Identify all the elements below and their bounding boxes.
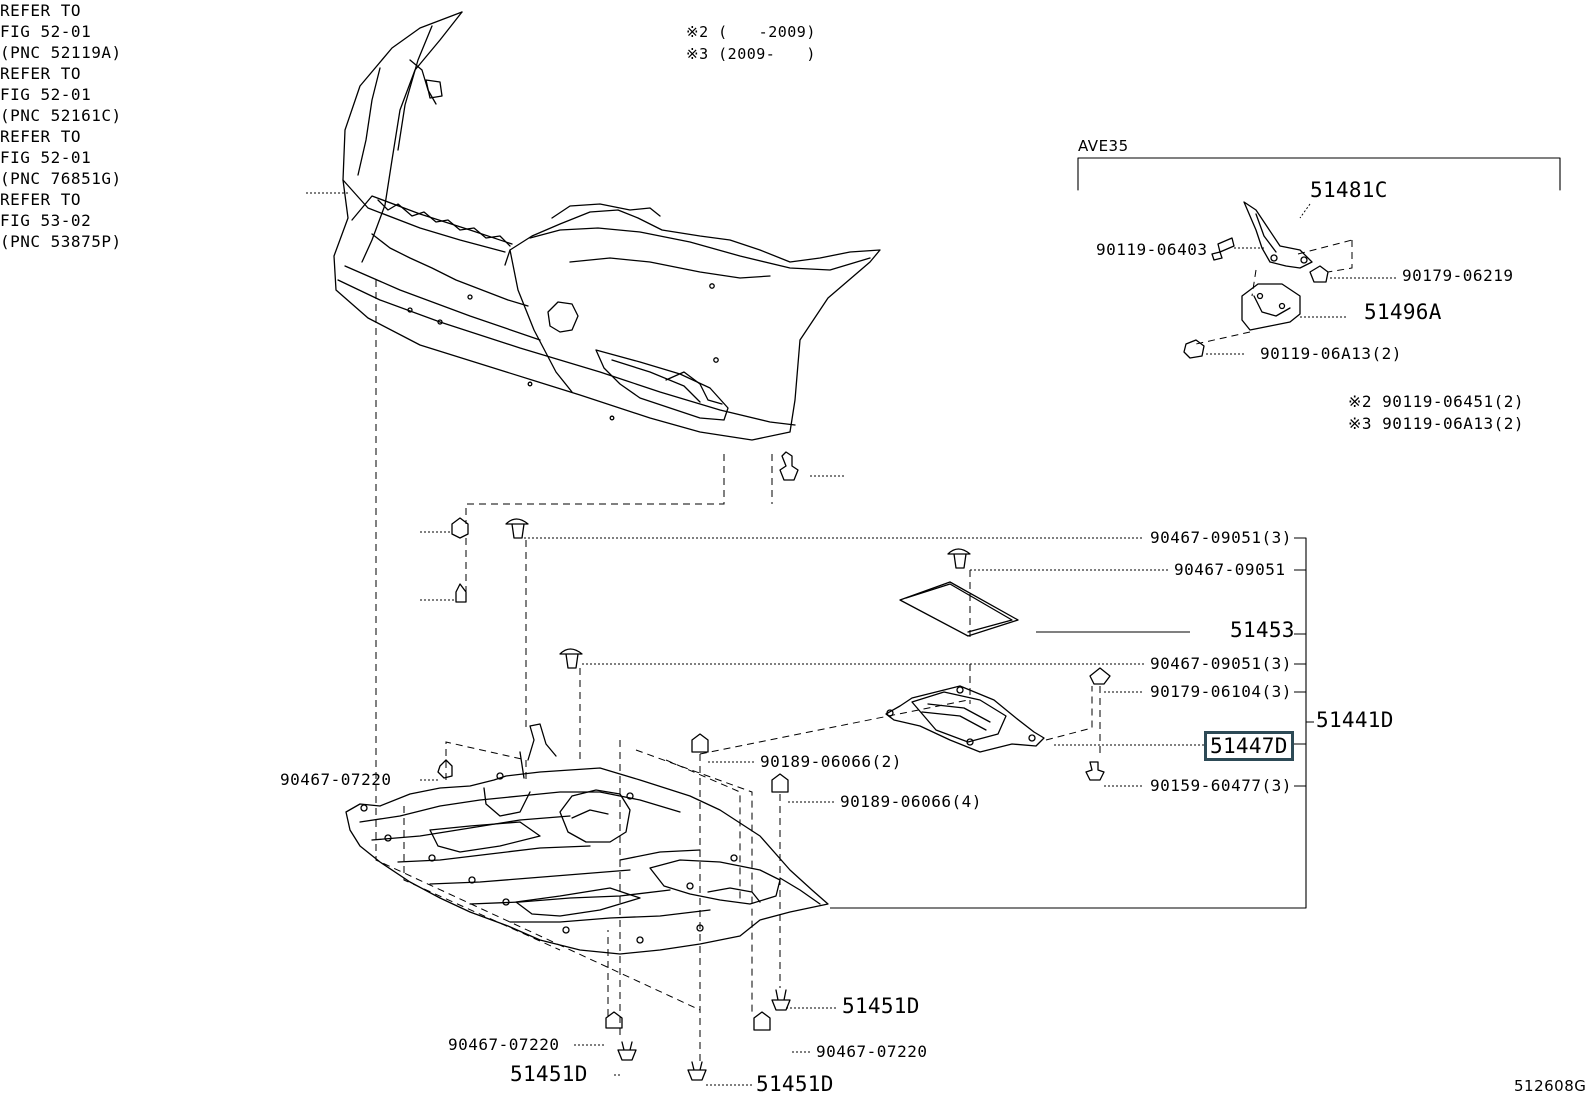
bracket-51496a-drawing (1241, 283, 1301, 331)
part-alt-note-2[interactable]: ※2 90119-06451(2) (1348, 392, 1525, 411)
reference-line: (PNC 53875P) (0, 232, 122, 251)
reference-line: FIG 52-01 (0, 85, 92, 104)
part-90467-09051[interactable]: 90467-09051 (1174, 560, 1286, 579)
reference-line: (PNC 52119A) (0, 43, 122, 62)
plate-51453-drawing (899, 581, 1019, 637)
part-90467-09051-3-top[interactable]: 90467-09051(3) (1150, 528, 1292, 547)
front-bumper-drawing (333, 11, 881, 441)
part-51451d-left[interactable]: 51451D (510, 1062, 588, 1086)
reference-line: FIG 52-01 (0, 22, 92, 41)
bracket-51481c-drawing (1243, 201, 1313, 269)
reference-fig-53-02-53875p[interactable]: REFER TO FIG 53-02 (PNC 53875P) (0, 189, 1592, 252)
fasteners-drawing (437, 237, 1329, 1081)
part-51481c[interactable]: 51481C (1310, 178, 1388, 202)
diagram-id: 512608G (1514, 1077, 1587, 1095)
reference-line: REFER TO (0, 64, 82, 83)
reference-line: REFER TO (0, 190, 82, 209)
reference-line: (PNC 76851G) (0, 169, 122, 188)
part-90159-60477-3[interactable]: 90159-60477(3) (1150, 776, 1292, 795)
reference-fig-52-01-52119a[interactable]: REFER TO FIG 52-01 (PNC 52119A) (0, 0, 1592, 63)
reference-line: REFER TO (0, 127, 82, 146)
bracket-51447d-drawing (885, 685, 1045, 753)
part-51453[interactable]: 51453 (1230, 618, 1295, 642)
part-90189-06066-2[interactable]: 90189-06066(2) (760, 752, 902, 771)
part-alt-note-3[interactable]: ※3 90119-06A13(2) (1348, 414, 1525, 433)
part-90179-06219[interactable]: 90179-06219 (1402, 266, 1514, 285)
part-90467-07220-bottom-right[interactable]: 90467-07220 (816, 1042, 928, 1061)
reference-fig-52-01-52161c[interactable]: REFER TO FIG 52-01 (PNC 52161C) (0, 63, 1592, 126)
reference-line: (PNC 52161C) (0, 106, 122, 125)
part-90179-06104-3[interactable]: 90179-06104(3) (1150, 682, 1292, 701)
reference-line: FIG 52-01 (0, 148, 92, 167)
part-51496a[interactable]: 51496A (1364, 300, 1442, 324)
note-2: ※2 ( -2009) (686, 23, 816, 41)
under-cover-drawing (345, 723, 829, 955)
part-90119-06403[interactable]: 90119-06403 (1096, 240, 1208, 259)
part-51451d-bottom[interactable]: 51451D (756, 1072, 834, 1096)
group-title-ave35: AVE35 (1078, 137, 1129, 155)
note-3: ※3 (2009- ) (686, 45, 816, 63)
part-51441d[interactable]: 51441D (1316, 708, 1394, 732)
part-90467-07220-left[interactable]: 90467-07220 (280, 770, 392, 789)
part-90467-07220-bottom-left[interactable]: 90467-07220 (448, 1035, 560, 1054)
part-51451d-right[interactable]: 51451D (842, 994, 920, 1018)
reference-line: FIG 53-02 (0, 211, 92, 230)
reference-line: REFER TO (0, 1, 82, 20)
part-90189-06066-4[interactable]: 90189-06066(4) (840, 792, 982, 811)
reference-fig-52-01-76851g[interactable]: REFER TO FIG 52-01 (PNC 76851G) (0, 126, 1592, 189)
part-90119-06a13-2[interactable]: 90119-06A13(2) (1260, 344, 1402, 363)
part-90467-09051-3-mid[interactable]: 90467-09051(3) (1150, 654, 1292, 673)
part-51447d-highlighted[interactable]: 51447D (1204, 731, 1294, 761)
